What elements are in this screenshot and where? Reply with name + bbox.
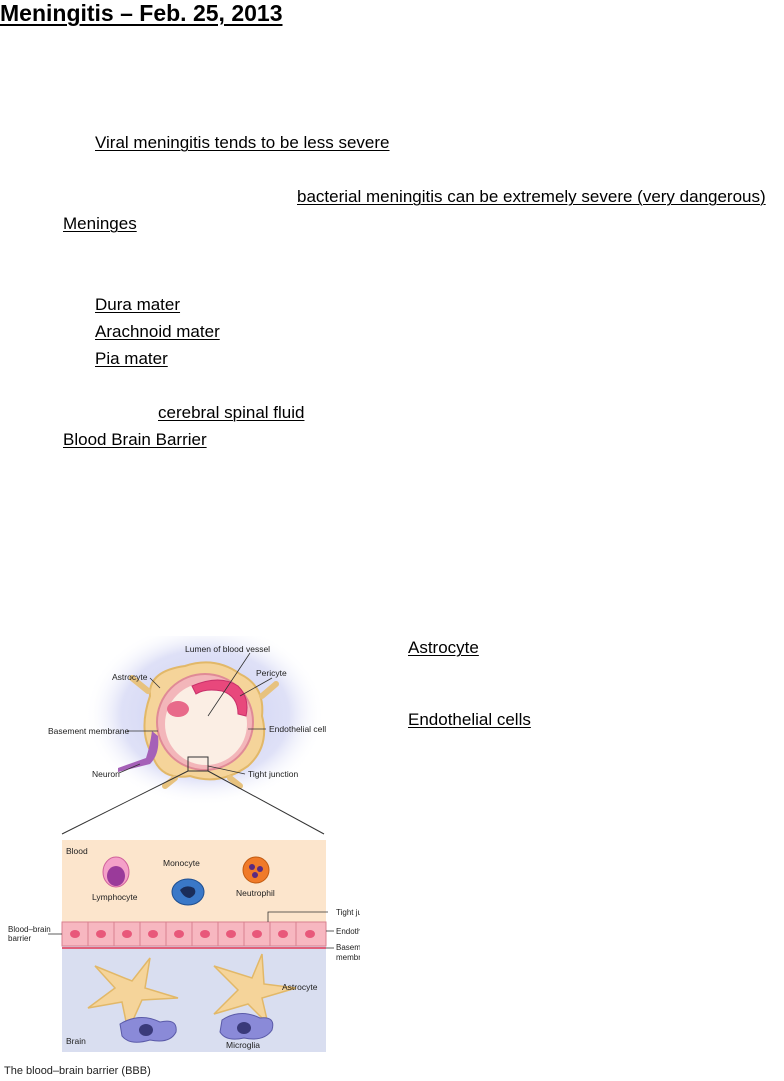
label-pericyte: Pericyte (256, 668, 287, 678)
label-endothelial-top: Endothelial cell (269, 724, 326, 734)
note-endothelial-cells: Endothelial cells (408, 710, 531, 729)
label-neuron: Neuron (92, 769, 120, 779)
label-endothelial-bottom: Endothelial cell (336, 927, 360, 936)
label-tight-junction-top: Tight junction (248, 769, 299, 779)
label-tight-junction-bottom: Tight junction (336, 908, 360, 917)
heading-meninges: Meninges (63, 214, 137, 233)
label-basement-line2: membrane (336, 953, 360, 962)
heading-blood-brain-barrier: Blood Brain Barrier (63, 430, 207, 449)
label-lymphocyte: Lymphocyte (92, 892, 138, 902)
label-brain: Brain (66, 1036, 86, 1046)
label-astrocyte-top: Astrocyte (112, 672, 148, 682)
note-arachnoid-mater: Arachnoid mater (95, 322, 220, 341)
label-microglia: Microglia (226, 1040, 260, 1050)
note-bacterial-meningitis: bacterial meningitis can be extremely se… (297, 187, 766, 206)
note-dura-mater: Dura mater (95, 295, 181, 314)
note-cerebral-spinal-fluid: cerebral spinal fluid (158, 403, 305, 422)
label-blood: Blood (66, 846, 88, 856)
label-bbb-line1: Blood–brain (8, 925, 51, 934)
note-pia-mater: Pia mater (95, 349, 168, 368)
label-neutrophil: Neutrophil (236, 888, 275, 898)
label-monocyte: Monocyte (163, 858, 200, 868)
label-lumen: Lumen of blood vessel (185, 644, 270, 654)
magnified-panel (48, 840, 334, 1052)
vessel-cross-section (61, 636, 325, 835)
figure-caption: The blood–brain barrier (BBB) (4, 1065, 151, 1077)
bbb-figure: Lumen of blood vessel Astrocyte Pericyte… (0, 636, 360, 1081)
label-bbb-line2: barrier (8, 934, 31, 943)
label-basement-line1: Basement (336, 943, 360, 952)
note-viral-meningitis: Viral meningitis tends to be less severe (95, 133, 390, 152)
label-basement-membrane-top: Basement membrane (48, 726, 130, 736)
label-astrocyte-bottom: Astrocyte (282, 982, 318, 992)
note-astrocyte: Astrocyte (408, 638, 479, 657)
page-title: Meningitis – Feb. 25, 2013 (0, 0, 283, 26)
